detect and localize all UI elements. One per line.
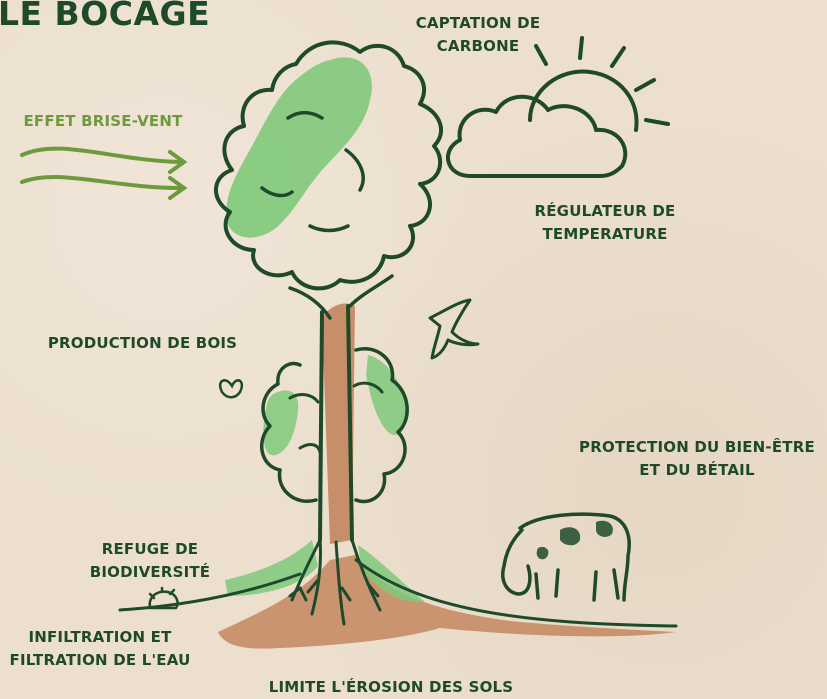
page-title: LE BOCAGE [0, 0, 211, 33]
trunk-outline-left [318, 310, 324, 542]
label-production-de-bois: PRODUCTION DE BOIS [47, 334, 238, 352]
butterfly-icon [218, 379, 244, 399]
canopy-scribble-3 [260, 186, 294, 198]
cloud-icon [446, 94, 628, 178]
label-refuge-biodiversite: REFUGE DE BIODIVERSITÉ [89, 540, 211, 581]
wind-arrow-1 [20, 146, 188, 174]
label-captation-carbone: CAPTATION DE CARBONE [415, 14, 541, 55]
canopy-foliage [226, 57, 372, 238]
soil-band [218, 555, 676, 649]
label-infiltration-eau: INFILTRATION ET FILTRATION DE L'EAU [9, 628, 191, 669]
canopy-outline [214, 40, 443, 291]
shrub-scribbles [288, 381, 384, 454]
label-protection-bien-etre: PROTECTION DU BIEN-ÊTRE ET DU BÉTAIL [579, 438, 815, 479]
shrub-outline [260, 347, 409, 504]
cow-spots [536, 520, 613, 560]
mid-foliage-right [366, 355, 407, 436]
cow-icon [501, 512, 631, 602]
label-regulateur-temperature: RÉGULATEUR DE TEMPERATURE [534, 202, 676, 243]
bird-icon [428, 298, 480, 360]
trunk-fill [322, 303, 355, 544]
wind-arrow-2 [20, 175, 188, 200]
sun-icon [528, 36, 670, 132]
canopy-scribble-2 [308, 148, 365, 233]
hedgehog-icon [148, 586, 179, 610]
grass-patch-right [358, 545, 425, 603]
trunk-outline-right [346, 304, 354, 542]
mid-foliage-left [263, 390, 299, 456]
label-erosion-sols: LIMITE L'ÉROSION DES SOLS [268, 678, 514, 696]
grass-patch [225, 540, 318, 596]
ground-line [118, 558, 678, 628]
label-effet-brise-vent: EFFET BRISE-VENT [23, 112, 183, 130]
branches [288, 274, 394, 320]
canopy-scribble-1 [286, 111, 324, 120]
roots [288, 538, 382, 626]
